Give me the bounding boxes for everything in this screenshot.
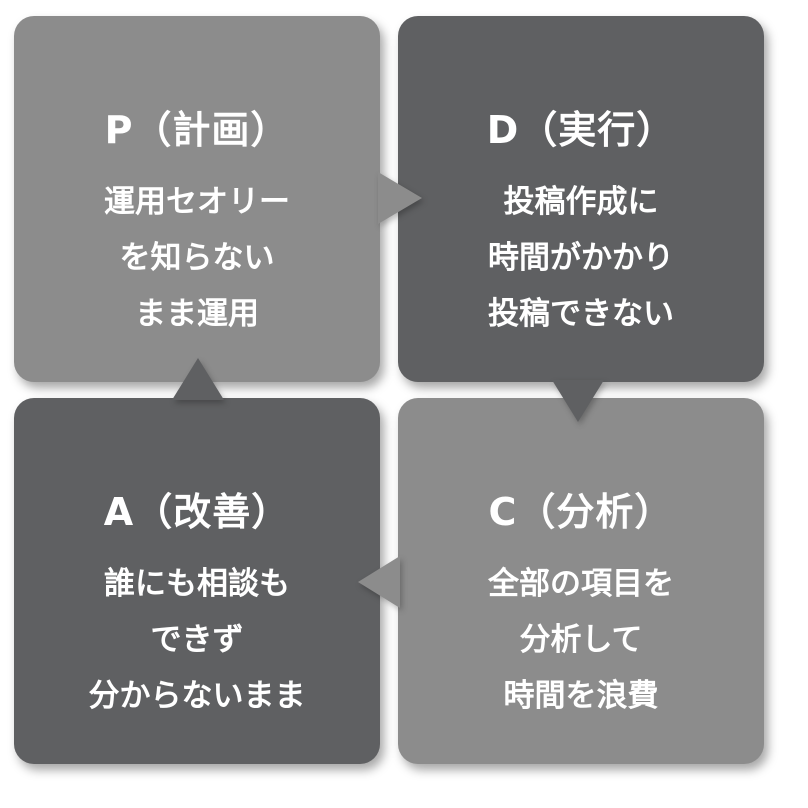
- do-title: D（実行）: [486, 108, 676, 152]
- check-line: 時間を浪費: [503, 678, 659, 714]
- plan-body: 運用セオリー を知らない まま運用: [14, 174, 380, 342]
- act-line: 誰にも相談も: [104, 566, 290, 602]
- do-line: 投稿できない: [488, 296, 674, 332]
- plan-title: P（計画）: [104, 108, 290, 152]
- act-box: A（改善） 誰にも相談も できず 分からないまま: [14, 398, 380, 764]
- arrow-down-icon: [552, 380, 604, 422]
- act-title: A（改善）: [103, 490, 291, 534]
- arrow-up-icon: [172, 358, 224, 400]
- check-line: 分析して: [519, 622, 643, 658]
- arrow-right-icon: [378, 172, 422, 224]
- check-box: C（分析） 全部の項目を 分析して 時間を浪費: [398, 398, 764, 764]
- plan-box: P（計画） 運用セオリー を知らない まま運用: [14, 16, 380, 382]
- do-body: 投稿作成に 時間がかかり 投稿できない: [398, 174, 764, 342]
- plan-line: まま運用: [135, 296, 259, 332]
- do-line: 時間がかかり: [488, 240, 674, 276]
- act-line: 分からないまま: [88, 678, 306, 714]
- check-body: 全部の項目を 分析して 時間を浪費: [398, 556, 764, 724]
- arrow-left-icon: [358, 556, 400, 608]
- do-box: D（実行） 投稿作成に 時間がかかり 投稿できない: [398, 16, 764, 382]
- check-line: 全部の項目を: [488, 566, 674, 602]
- act-line: できず: [150, 622, 244, 658]
- plan-line: 運用セオリー: [104, 184, 290, 220]
- do-line: 投稿作成に: [503, 184, 659, 220]
- act-body: 誰にも相談も できず 分からないまま: [14, 556, 380, 724]
- check-title: C（分析）: [488, 490, 674, 534]
- plan-line: を知らない: [119, 240, 275, 276]
